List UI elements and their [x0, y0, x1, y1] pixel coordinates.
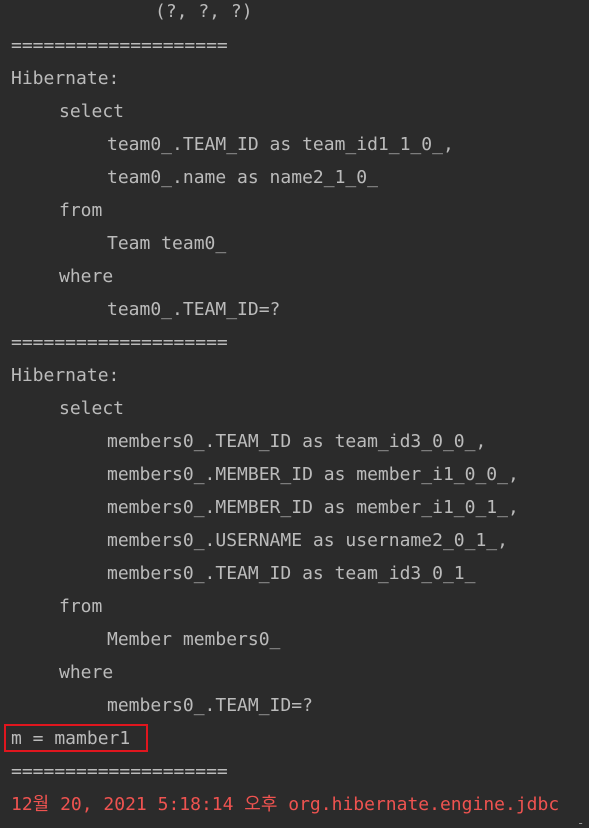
sql-line: members0_.TEAM_ID as team_id3_0_1_ [107, 563, 476, 584]
scroll-indicator-icon: - [577, 816, 585, 828]
separator-line: ==================== [11, 332, 228, 353]
sql-line: Team team0_ [107, 233, 227, 254]
sql-line: members0_.MEMBER_ID as member_i1_0_1_, [107, 497, 519, 518]
sql-line: team0_.TEAM_ID as team_id1_1_0_, [107, 134, 454, 155]
sql-line: Member members0_ [107, 629, 281, 650]
separator-line: ==================== [11, 761, 228, 782]
hibernate-header: Hibernate: [11, 68, 120, 89]
sql-line: team0_.TEAM_ID=? [107, 299, 281, 320]
separator-line: ==================== [11, 35, 228, 56]
sql-keyword-where: where [59, 266, 114, 287]
sql-line: members0_.TEAM_ID=? [107, 695, 313, 716]
sql-line: members0_.MEMBER_ID as member_i1_0_0_, [107, 464, 519, 485]
sql-keyword-from: from [59, 200, 103, 221]
highlight-box [4, 724, 148, 752]
sql-line: team0_.name as name2_1_0_ [107, 167, 378, 188]
sql-line: members0_.USERNAME as username2_0_1_, [107, 530, 508, 551]
sql-keyword-select: select [59, 398, 125, 419]
sql-keyword-from: from [59, 596, 103, 617]
log-error-line: 12월 20, 2021 5:18:14 오후 org.hibernate.en… [11, 794, 560, 815]
sql-keyword-select: select [59, 101, 125, 122]
hibernate-header: Hibernate: [11, 365, 120, 386]
output-line: m = mamber1 [11, 728, 131, 749]
sql-line: members0_.TEAM_ID as team_id3_0_0_, [107, 431, 487, 452]
sql-keyword-where: where [59, 662, 114, 683]
sql-line: (?, ?, ?) [155, 1, 253, 22]
